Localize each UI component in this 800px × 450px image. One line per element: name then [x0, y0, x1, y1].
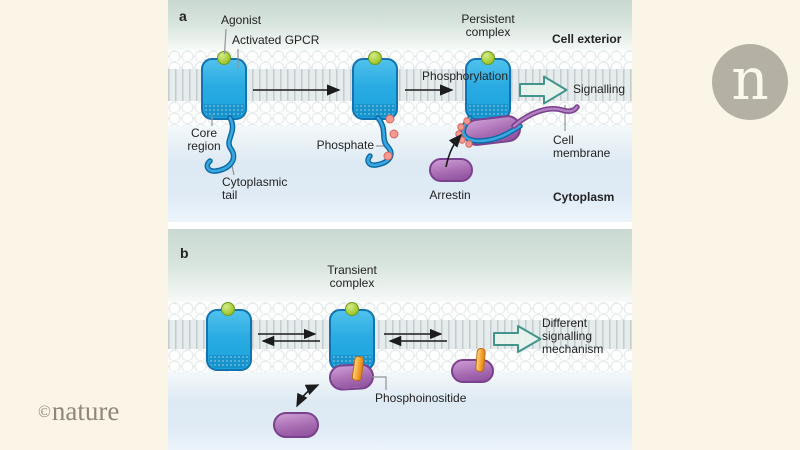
gpcr-receptor-1 [201, 58, 247, 120]
persistent-complex-label: Persistent complex [461, 12, 515, 39]
different-signalling-label: Different signalling mechanism [542, 316, 604, 356]
phosphorylation-label: Phosphorylation [421, 69, 509, 83]
arrestin-membrane-bound [451, 359, 494, 383]
arrestin-free-a [429, 158, 473, 182]
panel-b: b Transient complex Different signalling… [168, 229, 632, 450]
copyright-symbol: © [38, 402, 52, 421]
agonist-icon-2 [368, 51, 382, 65]
activated-gpcr-label: Activated GPCR [232, 33, 320, 47]
gpcr-receptor-3 [465, 58, 511, 120]
cytoplasm-label: Cytoplasm [553, 190, 615, 204]
lipid-heads-bottom-b [168, 349, 632, 372]
agonist-icon-3 [481, 51, 495, 65]
arrestin-free-b [273, 412, 319, 438]
cytoplasm-region-a [168, 126, 632, 222]
core-region-label: Core region [187, 126, 221, 153]
lipid-heads-top-a [168, 50, 632, 69]
lipid-heads-top-b [168, 302, 632, 320]
phosphate-label: Phosphate [316, 138, 374, 152]
gpcr-receptor-2 [352, 58, 398, 120]
transient-complex-label: Transient complex [327, 263, 377, 290]
panel-b-label: b [180, 245, 189, 261]
agonist-icon-1 [217, 51, 231, 65]
panel-divider [168, 222, 632, 229]
nature-logo-icon: n [712, 44, 788, 120]
agonist-icon-b1 [221, 302, 235, 316]
cytoplasm-region-b [168, 372, 632, 450]
cytoplasmic-tail-label: Cytoplasmic tail [222, 175, 288, 202]
copyright-name: nature [51, 396, 120, 426]
panel-a: a Agonist Activated GPCR Phosphorylation… [168, 0, 632, 222]
gpcr-receptor-b1 [206, 309, 252, 371]
cell-exterior-region-a [168, 0, 632, 50]
cell-membrane-label: Cell membrane [553, 133, 611, 160]
panel-a-label: a [179, 8, 187, 24]
cell-exterior-region-b [168, 229, 632, 302]
phosphoinositide-label: Phosphoinositide [375, 391, 467, 405]
arrestin-label: Arrestin [429, 188, 471, 202]
nature-copyright: ©nature [38, 396, 119, 427]
agonist-icon-b2 [345, 302, 359, 316]
agonist-label: Agonist [221, 13, 262, 27]
signalling-label: Signalling [573, 82, 626, 96]
nature-logo-letter: n [731, 45, 769, 113]
gpcr-receptor-b2 [329, 309, 375, 371]
cell-exterior-label: Cell exterior [552, 32, 622, 46]
